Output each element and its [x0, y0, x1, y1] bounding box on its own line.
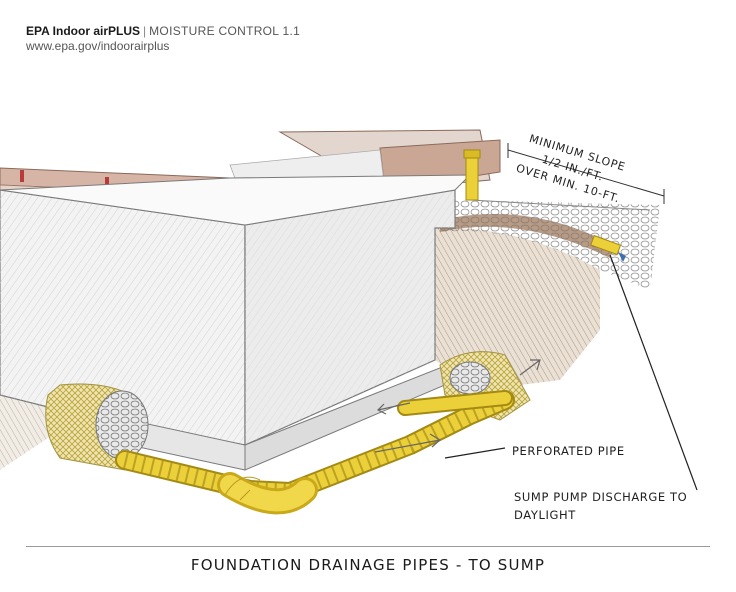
sump-discharge-label-line2: DAYLIGHT	[514, 508, 576, 522]
gravel-surface	[440, 199, 660, 290]
header-separator: |	[143, 24, 147, 38]
flow-arrows	[374, 359, 541, 453]
gravel-bundle-left	[45, 383, 149, 471]
perforated-pipe-label: PERFORATED PIPE	[512, 444, 625, 458]
sump-discharge-label-line1: SUMP PUMP DISCHARGE TO	[514, 490, 688, 504]
drain-pipe	[115, 390, 515, 515]
slope-dimension	[507, 143, 665, 204]
discharge-pipe	[463, 149, 626, 262]
section-title: MOISTURE CONTROL 1.1	[149, 24, 301, 38]
foundation-wall	[0, 174, 472, 446]
caption-divider	[26, 546, 710, 547]
brand-name: EPA Indoor airPLUS	[26, 24, 141, 38]
header: EPA Indoor airPLUS|MOISTURE CONTROL 1.1 …	[26, 24, 300, 54]
figure-caption: FOUNDATION DRAINAGE PIPES - TO SUMP	[190, 556, 546, 574]
header-brand-line: EPA Indoor airPLUS|MOISTURE CONTROL 1.1	[26, 24, 300, 39]
website-url: www.epa.gov/indoorairplus	[26, 39, 170, 53]
leader-lines	[444, 254, 698, 491]
